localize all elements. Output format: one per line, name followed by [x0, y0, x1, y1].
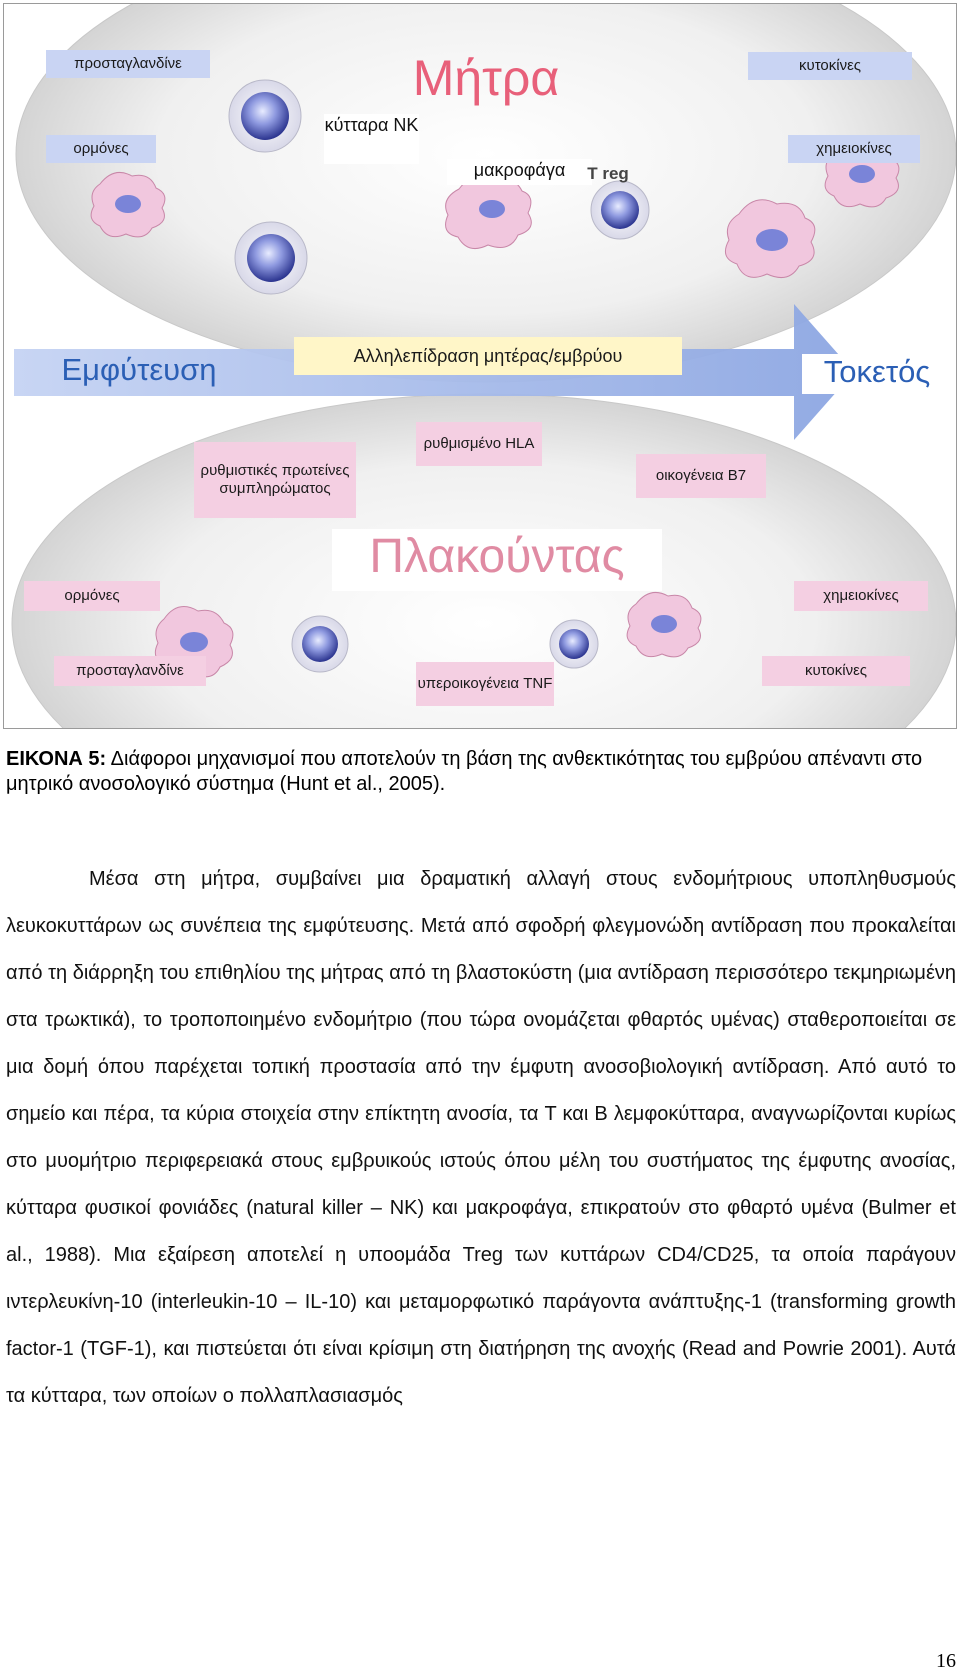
label-prostaglandins-top: προσταγλανδίνε — [46, 50, 210, 78]
page-number: 16 — [936, 1650, 956, 1672]
parturition-label: Τοκετός — [802, 354, 952, 394]
label-prostaglandins-bottom: προσταγλανδίνε — [54, 656, 206, 686]
nk-cell — [228, 79, 302, 153]
label-hormones-top: ορμόνες — [46, 135, 156, 163]
placenta-title: Πλακούντας — [332, 529, 662, 591]
label-cytokines-top: κυτοκίνες — [748, 52, 912, 80]
label-chemokines-top: χημειοκίνες — [788, 135, 920, 163]
uterus-title: Μήτρα — [412, 50, 560, 106]
label-hla: ρυθμισμένο HLA — [416, 422, 542, 466]
label-b7-family: οικογένεια B7 — [636, 454, 766, 498]
label-cytokines-bottom: κυτοκίνες — [762, 656, 910, 686]
label-chemokines-bottom: χημειοκίνες — [794, 581, 928, 611]
label-hormones-bottom: ορμόνες — [24, 581, 160, 611]
lymphocyte-cell — [590, 180, 650, 240]
nk-cell — [234, 221, 308, 295]
implantation-label: Εμφύτευση — [61, 352, 217, 387]
label-tnf-superfamily: υπεροικογένεια TNF — [416, 662, 554, 706]
label-macrophages: μακροφάγα — [447, 159, 592, 185]
macrophage-cell — [626, 591, 702, 658]
lymphocyte-cell — [291, 615, 349, 673]
caption-label: ΕΙΚΟΝΑ 5: — [6, 748, 107, 770]
body-text: Μέσα στη μήτρα, συμβαίνει μια δραματική … — [6, 856, 956, 1420]
label-treg: T reg — [587, 164, 629, 183]
lymphocyte-cell — [549, 619, 599, 669]
figure-immunology-diagram: προσταγλανδίνε ορμόνες κυτοκίνες χημειοκ… — [3, 3, 957, 729]
macrophage-cell — [90, 171, 166, 238]
maternal-fetal-interaction-label: Αλληλεπίδραση μητέρας/εμβρύου — [294, 337, 682, 375]
figure-caption: ΕΙΚΟΝΑ 5: Διάφοροι μηχανισμοί που αποτελ… — [6, 747, 950, 797]
label-nk-cells: κύτταρα NK — [324, 114, 419, 164]
label-complement-proteins: ρυθμιστικές πρωτείνες συμπληρώματος — [194, 442, 356, 518]
body-paragraph: Μέσα στη μήτρα, συμβαίνει μια δραματική … — [6, 868, 956, 1407]
macrophage-cell — [724, 199, 816, 279]
caption-text: Διάφοροι μηχανισμοί που αποτελούν τη βάσ… — [6, 748, 923, 795]
